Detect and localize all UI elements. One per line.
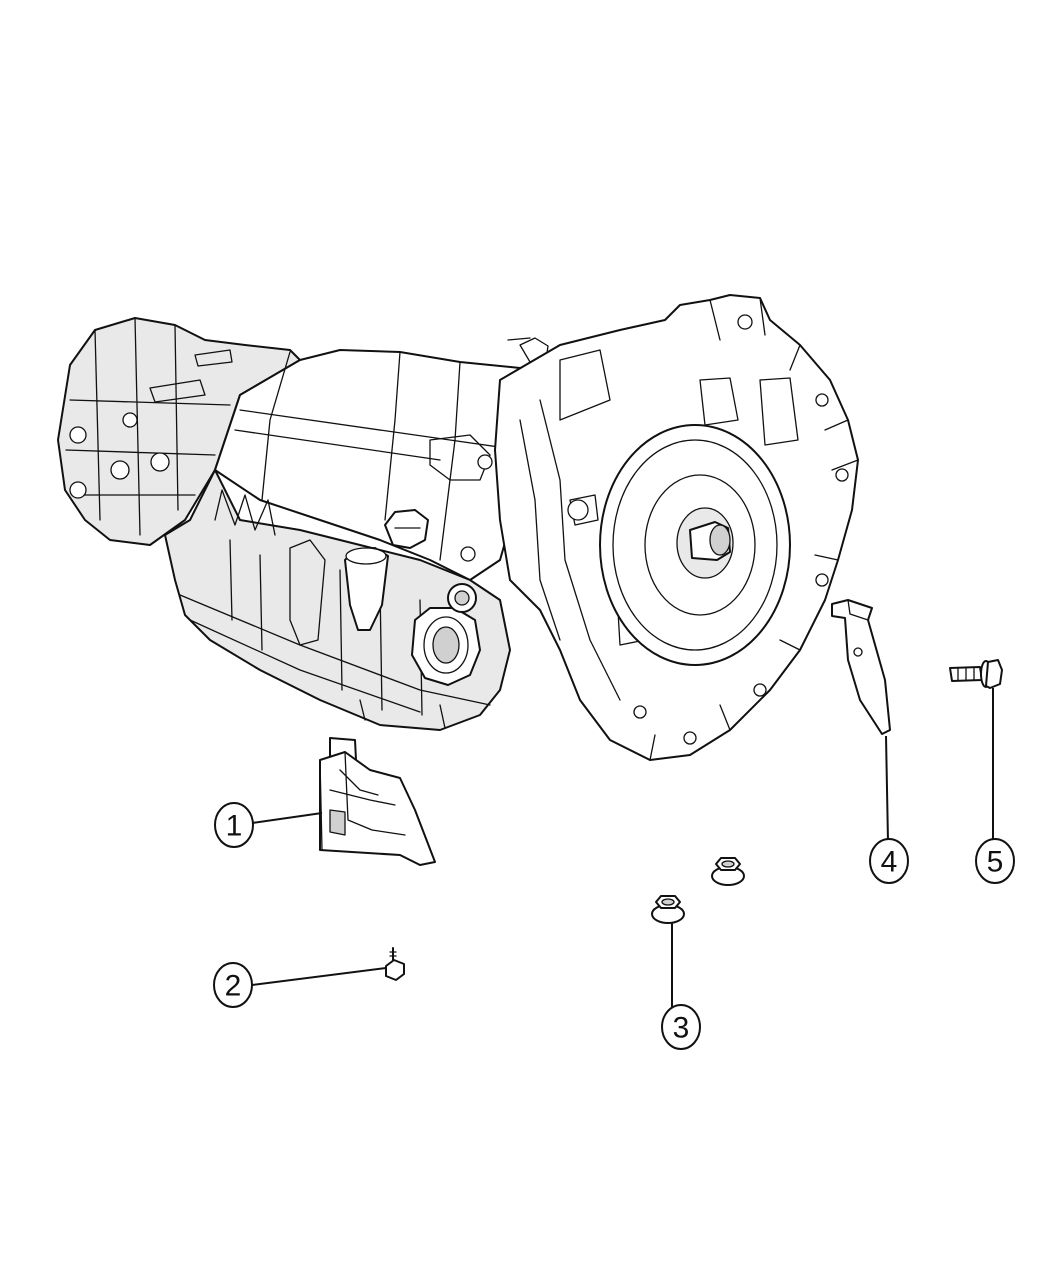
callout-number: 1 — [226, 810, 243, 843]
bolt-icon — [385, 947, 405, 981]
leader-line-2 — [251, 967, 387, 986]
bracket-icon — [831, 599, 891, 735]
transmission-icon — [57, 294, 859, 761]
callout-1: 1 — [214, 802, 254, 848]
callout-4: 4 — [869, 838, 909, 884]
callout-5: 5 — [975, 838, 1015, 884]
flange-bolt-icon — [949, 659, 1003, 689]
callout-number: 2 — [225, 970, 242, 1003]
nut-icon — [711, 857, 745, 886]
heat-shield-icon — [319, 737, 436, 866]
callout-number: 5 — [987, 846, 1004, 879]
nut-icon — [651, 895, 685, 924]
callout-number: 3 — [673, 1012, 690, 1045]
leader-line-4 — [885, 735, 889, 843]
leader-line-1 — [251, 812, 323, 824]
callout-3: 3 — [661, 1004, 701, 1050]
callout-number: 4 — [881, 846, 898, 879]
callout-2: 2 — [213, 962, 253, 1008]
